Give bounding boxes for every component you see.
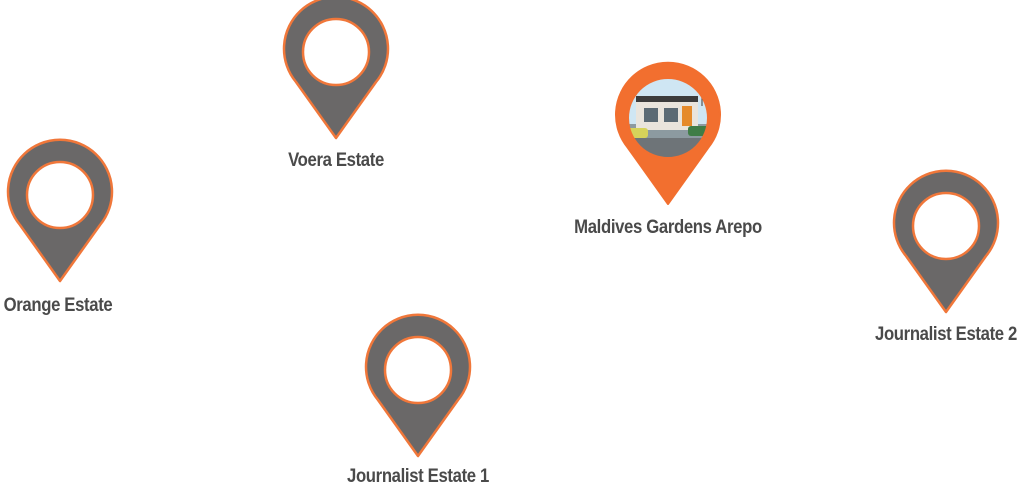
location-label: Journalist Estate 2 [874,324,1017,345]
location-label: Voera Estate [288,150,384,171]
map-pin-icon[interactable] [6,138,114,283]
location-label: Journalist Estate 1 [346,466,489,487]
map-pin-icon[interactable] [282,0,390,140]
location-label: Orange Estate [3,295,113,316]
location-label: Maldives Gardens Arepo [574,217,762,238]
map-pin-icon[interactable] [364,313,472,458]
map-pin-icon[interactable] [892,169,1000,314]
map-pin-icon-active[interactable] [614,61,722,206]
